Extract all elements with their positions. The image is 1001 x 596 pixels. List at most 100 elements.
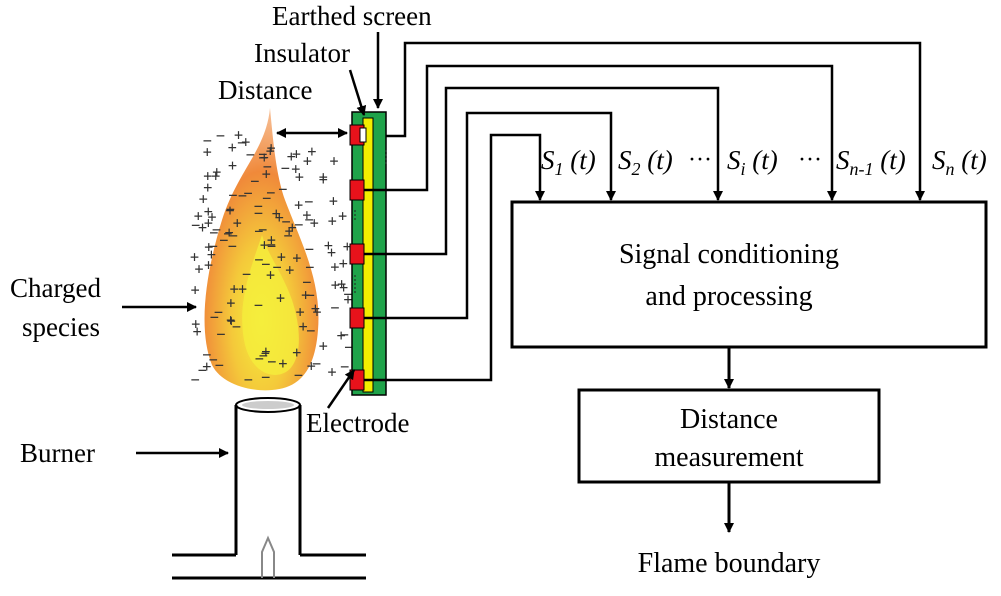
ion-mark: − <box>212 220 221 238</box>
ion-mark: + <box>303 152 312 170</box>
distance-label: Distance <box>218 75 312 105</box>
ion-mark: − <box>223 224 232 242</box>
ion-mark: − <box>254 222 263 240</box>
wire-n-1 <box>364 64 837 201</box>
ion-mark: + <box>319 168 328 186</box>
ion-mark: + <box>292 343 301 361</box>
ion-mark: − <box>259 347 268 365</box>
ion-mark: + <box>233 214 242 232</box>
wire-2 <box>364 111 616 320</box>
ion-mark: + <box>302 206 311 224</box>
ion-mark: + <box>212 163 221 181</box>
ion-mark: − <box>267 237 276 255</box>
ion-mark: − <box>228 186 237 204</box>
ion-mark: + <box>288 219 297 237</box>
ion-mark: + <box>275 209 284 227</box>
signal-label-n: Sn (t) <box>932 145 987 179</box>
ion-mark: + <box>241 133 250 151</box>
ion-mark: + <box>203 179 212 197</box>
ion-mark: + <box>276 289 285 307</box>
ion-mark: − <box>215 356 224 374</box>
processing-label-line1: Signal conditioning <box>619 239 839 270</box>
ion-mark: + <box>337 327 346 345</box>
ion-mark: + <box>338 207 347 225</box>
ion-mark: − <box>340 358 349 376</box>
ion-mark: + <box>203 167 212 185</box>
ion-mark: + <box>228 157 237 175</box>
ion-mark: + <box>337 275 346 293</box>
electrode-label: Electrode <box>306 408 409 438</box>
burner-label: Burner <box>20 438 95 468</box>
electrode-pointer <box>326 369 356 409</box>
ion-mark: − <box>294 366 303 384</box>
ion-mark: − <box>216 325 225 343</box>
ion-mark: − <box>246 145 255 163</box>
ion-mark: + <box>328 363 337 381</box>
ion-mark: + <box>291 160 300 178</box>
ion-mark: − <box>209 224 218 242</box>
ion-mark: − <box>282 212 291 230</box>
ion-mark: + <box>339 255 348 273</box>
ion-mark: + <box>330 152 339 170</box>
ion-mark: + <box>211 167 220 185</box>
ion-mark: − <box>267 236 276 254</box>
ion-mark: + <box>204 238 213 256</box>
ion-mark: − <box>306 286 315 304</box>
ion-mark: + <box>313 303 322 321</box>
signal-label-n-1: Sn-1 (t) <box>836 145 906 179</box>
ion-mark: − <box>312 355 321 373</box>
ion-mark: − <box>273 258 282 276</box>
ion-mark: − <box>250 172 259 190</box>
ion-mark: + <box>194 207 203 225</box>
ion-mark: − <box>343 285 352 303</box>
ion-mark: + <box>191 281 200 299</box>
ellipsis-2: ··· <box>798 147 822 173</box>
ion-mark: + <box>307 357 316 375</box>
ion-mark: + <box>208 208 217 226</box>
processing-label-line2: and processing <box>645 281 812 312</box>
ion-mark: − <box>258 148 267 166</box>
signal-label-1: S1 (t) <box>541 145 596 179</box>
ion-mark: − <box>254 204 263 222</box>
ellipsis-1: ··· <box>688 147 712 173</box>
ion-mark: + <box>331 276 340 294</box>
ion-mark: − <box>284 226 293 244</box>
ion-mark: + <box>272 205 281 223</box>
ion-mark: − <box>254 296 263 314</box>
ion-mark: + <box>204 202 213 220</box>
ion-mark: + <box>324 236 333 254</box>
ion-mark: − <box>330 299 339 317</box>
ion-mark: + <box>319 171 328 189</box>
ion-mark: + <box>330 258 339 276</box>
ion-mark: − <box>244 184 253 202</box>
flame-boundary-label: Flame boundary <box>638 548 821 579</box>
ion-mark: + <box>311 299 320 317</box>
ion-mark: + <box>266 142 275 160</box>
ion-mark: − <box>304 193 313 211</box>
electrode-3 <box>349 243 365 265</box>
ion-mark: − <box>261 344 270 362</box>
ion-mark: + <box>343 237 352 255</box>
ion-mark: − <box>216 127 225 145</box>
ion-mark: − <box>191 371 200 389</box>
ion-mark: + <box>226 294 235 312</box>
ion-mark: + <box>328 212 337 230</box>
ion-mark: − <box>209 237 218 255</box>
ion-mark: + <box>204 256 213 274</box>
ion-mark: + <box>195 260 204 278</box>
ion-mark: + <box>319 337 328 355</box>
ion-mark: − <box>229 227 238 245</box>
distance-measurement-block <box>577 388 881 484</box>
ion-mark: + <box>225 224 234 242</box>
ion-mark: − <box>267 353 276 371</box>
wire-i <box>364 86 723 256</box>
ion-mark: − <box>266 184 275 202</box>
ion-mark: − <box>305 240 314 258</box>
ion-mark: − <box>302 273 311 291</box>
ion-mark: − <box>263 157 272 175</box>
ion-mark: + <box>327 244 336 262</box>
ion-mark: + <box>299 318 308 336</box>
ion-mark: + <box>285 261 294 279</box>
measurement-label-line2: measurement <box>654 442 803 473</box>
